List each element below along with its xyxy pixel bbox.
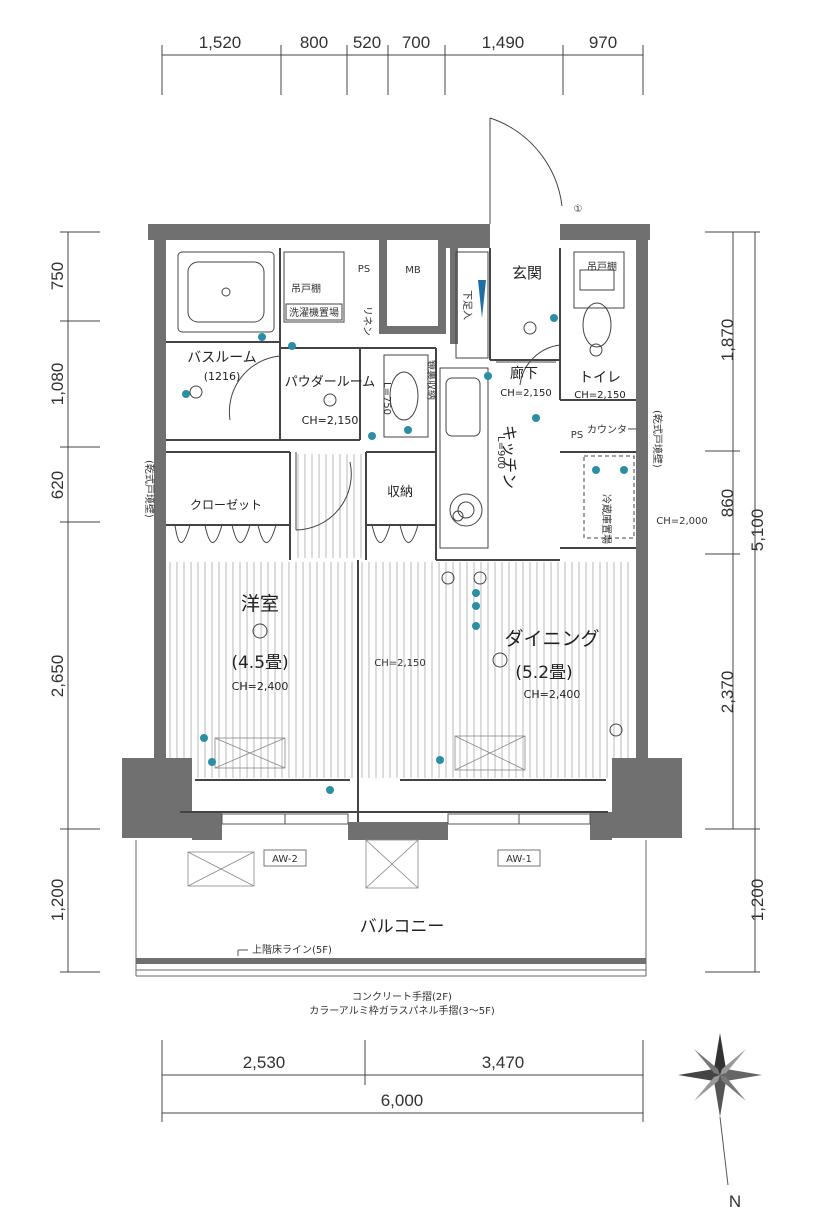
ac-boxes bbox=[187, 735, 526, 889]
dining-label: ダイニング bbox=[504, 628, 599, 650]
left-dim-1200: 1,200 bbox=[48, 879, 67, 922]
shoe-box bbox=[455, 251, 489, 359]
hallway-label: 廊下 bbox=[510, 365, 538, 382]
bathroom-size: (1216) bbox=[204, 370, 241, 383]
top-dimension-line: 1,520 800 520 700 1,490 970 bbox=[161, 33, 644, 95]
bathtub bbox=[177, 251, 275, 333]
aw2-label: AW-2 bbox=[272, 854, 298, 865]
note-2f: コンクリート手摺(2F) bbox=[352, 990, 452, 1003]
hallway-ch: CH=2,150 bbox=[500, 388, 552, 399]
right-dimension-lines: 1,870 860 2,370 5,100 1,200 bbox=[705, 231, 767, 973]
washer-area bbox=[283, 251, 345, 323]
top-dim-800: 800 bbox=[300, 33, 328, 52]
toilet-label: トイレ bbox=[579, 370, 621, 386]
circle-one-label: ① bbox=[574, 204, 583, 215]
dining-size: (5.2畳) bbox=[515, 663, 572, 683]
hanging-cabinet-label-1: 吊戸棚 bbox=[291, 282, 321, 295]
powder-room-label: パウダールーム bbox=[285, 375, 376, 390]
interior-partitions bbox=[166, 248, 636, 822]
doors bbox=[174, 117, 563, 543]
washer-area-label: 洗濯機置場 bbox=[289, 306, 339, 319]
bottom-dim-3470: 3,470 bbox=[482, 1053, 525, 1072]
l900-label: L=900 bbox=[495, 436, 506, 469]
western-room-label: 洋室 bbox=[241, 593, 279, 615]
dining-ch: CH=2,400 bbox=[524, 688, 581, 701]
kitchen-label: キッチン bbox=[500, 425, 519, 489]
hanging-cabinet-label-2: 吊戸棚 bbox=[587, 260, 617, 273]
bottom-dimension-lines: 2,530 3,470 6,000 bbox=[161, 1040, 644, 1122]
storage-label: 収納 bbox=[387, 485, 413, 500]
mirror-storage-label: 鏡裏収納 bbox=[425, 360, 438, 400]
right-dim-860: 860 bbox=[718, 489, 737, 517]
left-dim-620: 620 bbox=[48, 471, 67, 499]
left-dim-2650: 2,650 bbox=[48, 655, 67, 698]
windows bbox=[221, 813, 591, 825]
left-dimension-line: 750 1,080 620 2,650 1,200 bbox=[48, 231, 100, 973]
top-dim-1490: 1,490 bbox=[482, 33, 525, 52]
western-room-ch: CH=2,400 bbox=[232, 680, 289, 693]
ch-middle-label: CH=2,150 bbox=[374, 658, 426, 669]
ps-label-1: PS bbox=[358, 264, 370, 275]
closet-label: クローゼット bbox=[190, 498, 262, 512]
western-room-floor-hatch bbox=[169, 562, 353, 778]
bottom-dim-2530: 2,530 bbox=[243, 1053, 286, 1072]
right-dim-1870: 1,870 bbox=[718, 319, 737, 362]
ps-label-2: PS bbox=[571, 430, 583, 441]
top-dim-1520: 1,520 bbox=[199, 33, 242, 52]
right-dim-2370: 2,370 bbox=[718, 671, 737, 714]
top-dim-700: 700 bbox=[402, 33, 430, 52]
top-dim-970: 970 bbox=[589, 33, 617, 52]
bathroom-label: バスルーム bbox=[187, 350, 257, 366]
toilet bbox=[573, 251, 625, 348]
fridge-area bbox=[583, 455, 635, 539]
linen-label: リネン bbox=[361, 306, 373, 336]
aw1-label: AW-1 bbox=[506, 854, 532, 865]
north-compass-icon bbox=[678, 1033, 762, 1186]
ch-right-label: CH=2,000 bbox=[656, 516, 708, 527]
dining-floor-hatch bbox=[361, 562, 629, 778]
fridge-area-label: 冷蔵庫置場 bbox=[600, 494, 613, 544]
right-dim-5100: 5,100 bbox=[748, 509, 767, 552]
note-3f-5f: カラーアルミ枠ガラスパネル手摺(3～5F) bbox=[309, 1004, 495, 1017]
left-partition-note: (乾式戸境壁) bbox=[143, 460, 156, 518]
counter-label: カウンター bbox=[587, 424, 637, 436]
walls bbox=[122, 224, 682, 964]
upper-floor-line-label: 上階床ライン(5F) bbox=[252, 943, 332, 956]
left-dim-750: 750 bbox=[48, 262, 67, 290]
top-dim-520: 520 bbox=[353, 33, 381, 52]
shoe-box-label: 下足入 bbox=[461, 290, 473, 320]
entrance-label: 玄関 bbox=[512, 264, 542, 282]
north-label: N bbox=[729, 1192, 741, 1211]
powder-sink bbox=[383, 354, 429, 438]
bottom-dim-6000: 6,000 bbox=[381, 1091, 424, 1110]
balcony-rails bbox=[135, 840, 647, 977]
right-partition-note: (乾式戸境壁) bbox=[651, 410, 664, 468]
right-dim-1200: 1,200 bbox=[748, 879, 767, 922]
toilet-ch: CH=2,150 bbox=[574, 390, 626, 401]
powder-room-ch: CH=2,150 bbox=[302, 414, 359, 427]
balcony-label: バルコニー bbox=[360, 917, 445, 937]
l750-label: L=750 bbox=[381, 382, 392, 415]
electrical-symbols bbox=[182, 314, 628, 794]
western-room-size: (4.5畳) bbox=[231, 653, 288, 673]
closet-floor-hatch bbox=[297, 454, 362, 558]
kitchen-counter bbox=[439, 367, 489, 549]
left-dim-1080: 1,080 bbox=[48, 363, 67, 406]
mb-label: MB bbox=[405, 265, 421, 276]
